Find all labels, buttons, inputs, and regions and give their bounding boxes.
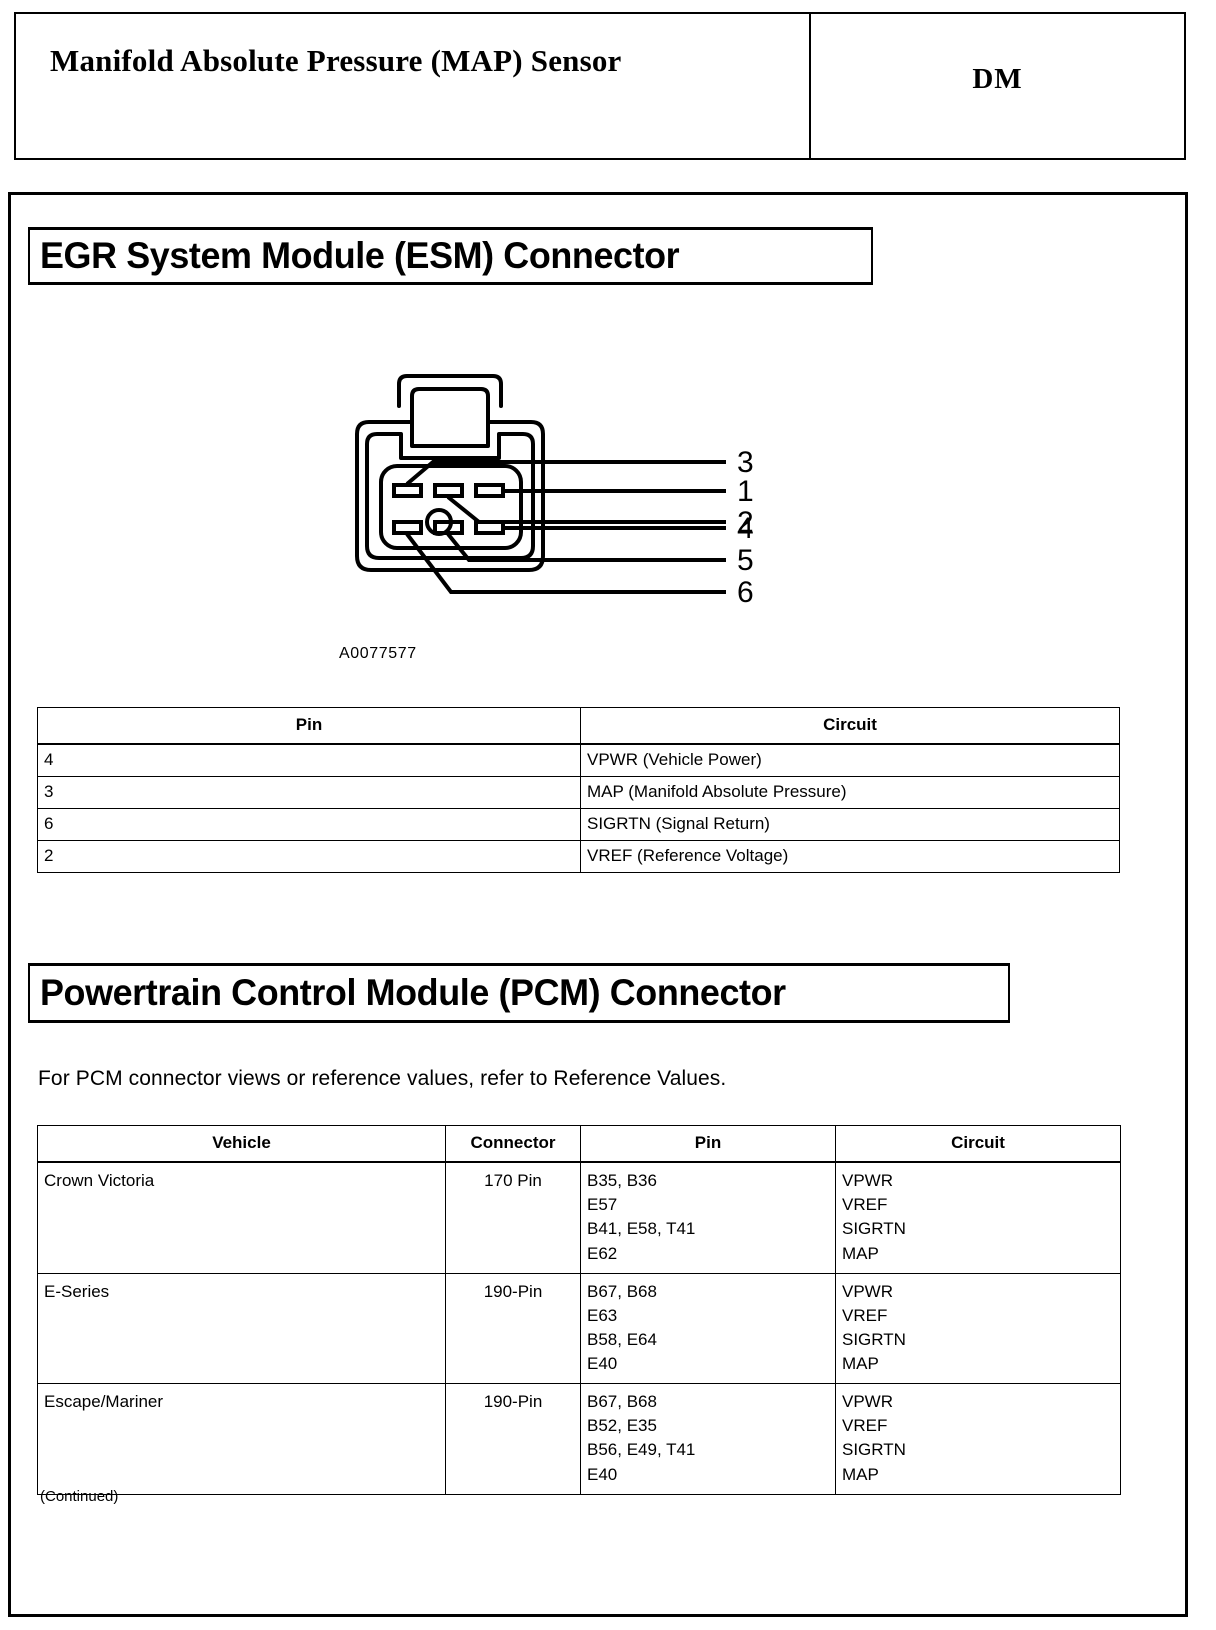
cavity-top-center	[433, 483, 464, 498]
column-header-pin: Pin	[580, 1125, 836, 1164]
section-heading-esm-label: EGR System Module (ESM) Connector	[40, 235, 680, 276]
table-row: Escape/Mariner 190-Pin B67, B68 B52, E35…	[37, 1383, 1121, 1495]
page-header-code-cell: DM	[811, 14, 1184, 158]
cavity-bottom-center	[433, 520, 464, 535]
table-row: 4 VPWR (Vehicle Power)	[37, 743, 1120, 778]
callout-numbers: 3 1 2 . .	[737, 446, 754, 539]
cell-pin: 2	[37, 840, 581, 874]
connector-drawing: 3 1 2 . . 4 5 6	[355, 374, 754, 609]
callout-3: 3	[737, 446, 754, 479]
pcm-connector-table: Vehicle Connector Pin Circuit Crown Vict…	[37, 1125, 1121, 1495]
leader-3	[405, 460, 726, 486]
section-heading-pcm-label: Powertrain Control Module (PCM) Connecto…	[40, 972, 786, 1013]
latch-outer	[397, 374, 503, 408]
column-header-vehicle: Vehicle	[37, 1125, 446, 1164]
callout-1: 1	[737, 475, 754, 508]
cell-vehicle: Crown Victoria	[37, 1161, 446, 1274]
content-frame: EGR System Module (ESM) Connector	[8, 192, 1188, 1617]
table-row: 2 VREF (Reference Voltage)	[37, 840, 1120, 874]
esm-pin-table: Pin Circuit 4 VPWR (Vehicle Power) 3 MAP…	[37, 707, 1120, 874]
latch-inner	[410, 387, 490, 424]
page-header: Manifold Absolute Pressure (MAP) Sensor …	[14, 12, 1186, 160]
cell-vehicle: Escape/Mariner	[37, 1383, 446, 1495]
column-header-pin: Pin	[37, 707, 581, 746]
cell-pins: B67, B68 B52, E35 B56, E49, T41 E40	[580, 1383, 836, 1495]
cell-pin: 6	[37, 808, 581, 842]
section-heading-esm: EGR System Module (ESM) Connector	[28, 227, 873, 285]
cell-circuits: VPWR VREF SIGRTN MAP	[835, 1161, 1121, 1274]
cell-connector: 190-Pin	[445, 1272, 581, 1385]
continued-note: (Continued)	[40, 1488, 119, 1505]
shell-outer	[355, 420, 545, 572]
section-code: DM	[972, 62, 1023, 95]
callout-5: 5	[737, 544, 754, 577]
figure-id-label: A0077577	[339, 645, 417, 662]
shell-inner	[365, 432, 535, 560]
table-row: E-Series 190-Pin B67, B68 E63 B58, E64 E…	[37, 1272, 1121, 1385]
pcm-intro-text: For PCM connector views or reference val…	[38, 1067, 727, 1090]
section-heading-pcm: Powertrain Control Module (PCM) Connecto…	[28, 963, 1010, 1023]
callout-2: 2	[737, 506, 754, 539]
page-header-title-cell: Manifold Absolute Pressure (MAP) Sensor	[16, 14, 811, 158]
leader-5	[446, 532, 726, 562]
leader-6	[405, 532, 726, 594]
cell-connector: 170 Pin	[445, 1161, 581, 1274]
column-header-circuit: Circuit	[835, 1125, 1121, 1164]
callout-6: 6	[737, 576, 754, 609]
cell-circuits: VPWR VREF SIGRTN MAP	[835, 1272, 1121, 1385]
cell-circuit: VREF (Reference Voltage)	[580, 840, 1120, 874]
cell-pin: 4	[37, 743, 581, 778]
table-header-row: Pin Circuit	[37, 707, 1120, 746]
table-row: 3 MAP (Manifold Absolute Pressure)	[37, 776, 1120, 810]
cell-circuit: MAP (Manifold Absolute Pressure)	[580, 776, 1120, 810]
terminal-face	[379, 464, 523, 550]
leader-2	[446, 495, 726, 524]
table-header-row: Vehicle Connector Pin Circuit	[37, 1125, 1121, 1164]
callout-4: 4	[737, 512, 754, 545]
column-header-circuit: Circuit	[580, 707, 1120, 746]
cell-circuit: SIGRTN (Signal Return)	[580, 808, 1120, 842]
cell-connector: 190-Pin	[445, 1383, 581, 1495]
table-row: 6 SIGRTN (Signal Return)	[37, 808, 1120, 842]
page-title: Manifold Absolute Pressure (MAP) Sensor	[50, 43, 622, 78]
table-row: Crown Victoria 170 Pin B35, B36 E57 B41,…	[37, 1161, 1121, 1274]
column-header-connector: Connector	[445, 1125, 581, 1164]
cell-circuit: VPWR (Vehicle Power)	[580, 743, 1120, 778]
cell-pin: 3	[37, 776, 581, 810]
cavity-bottom-left	[392, 520, 423, 535]
cavity-top-right	[474, 483, 505, 498]
cell-circuits: VPWR VREF SIGRTN MAP	[835, 1383, 1121, 1495]
cell-vehicle: E-Series	[37, 1272, 446, 1385]
esm-connector-diagram: 3 1 2 . . 4 5 6	[311, 370, 781, 660]
cell-pins: B35, B36 E57 B41, E58, T41 E62	[580, 1161, 836, 1274]
cell-pins: B67, B68 E63 B58, E64 E40	[580, 1272, 836, 1385]
cavity-top-left	[392, 483, 423, 498]
